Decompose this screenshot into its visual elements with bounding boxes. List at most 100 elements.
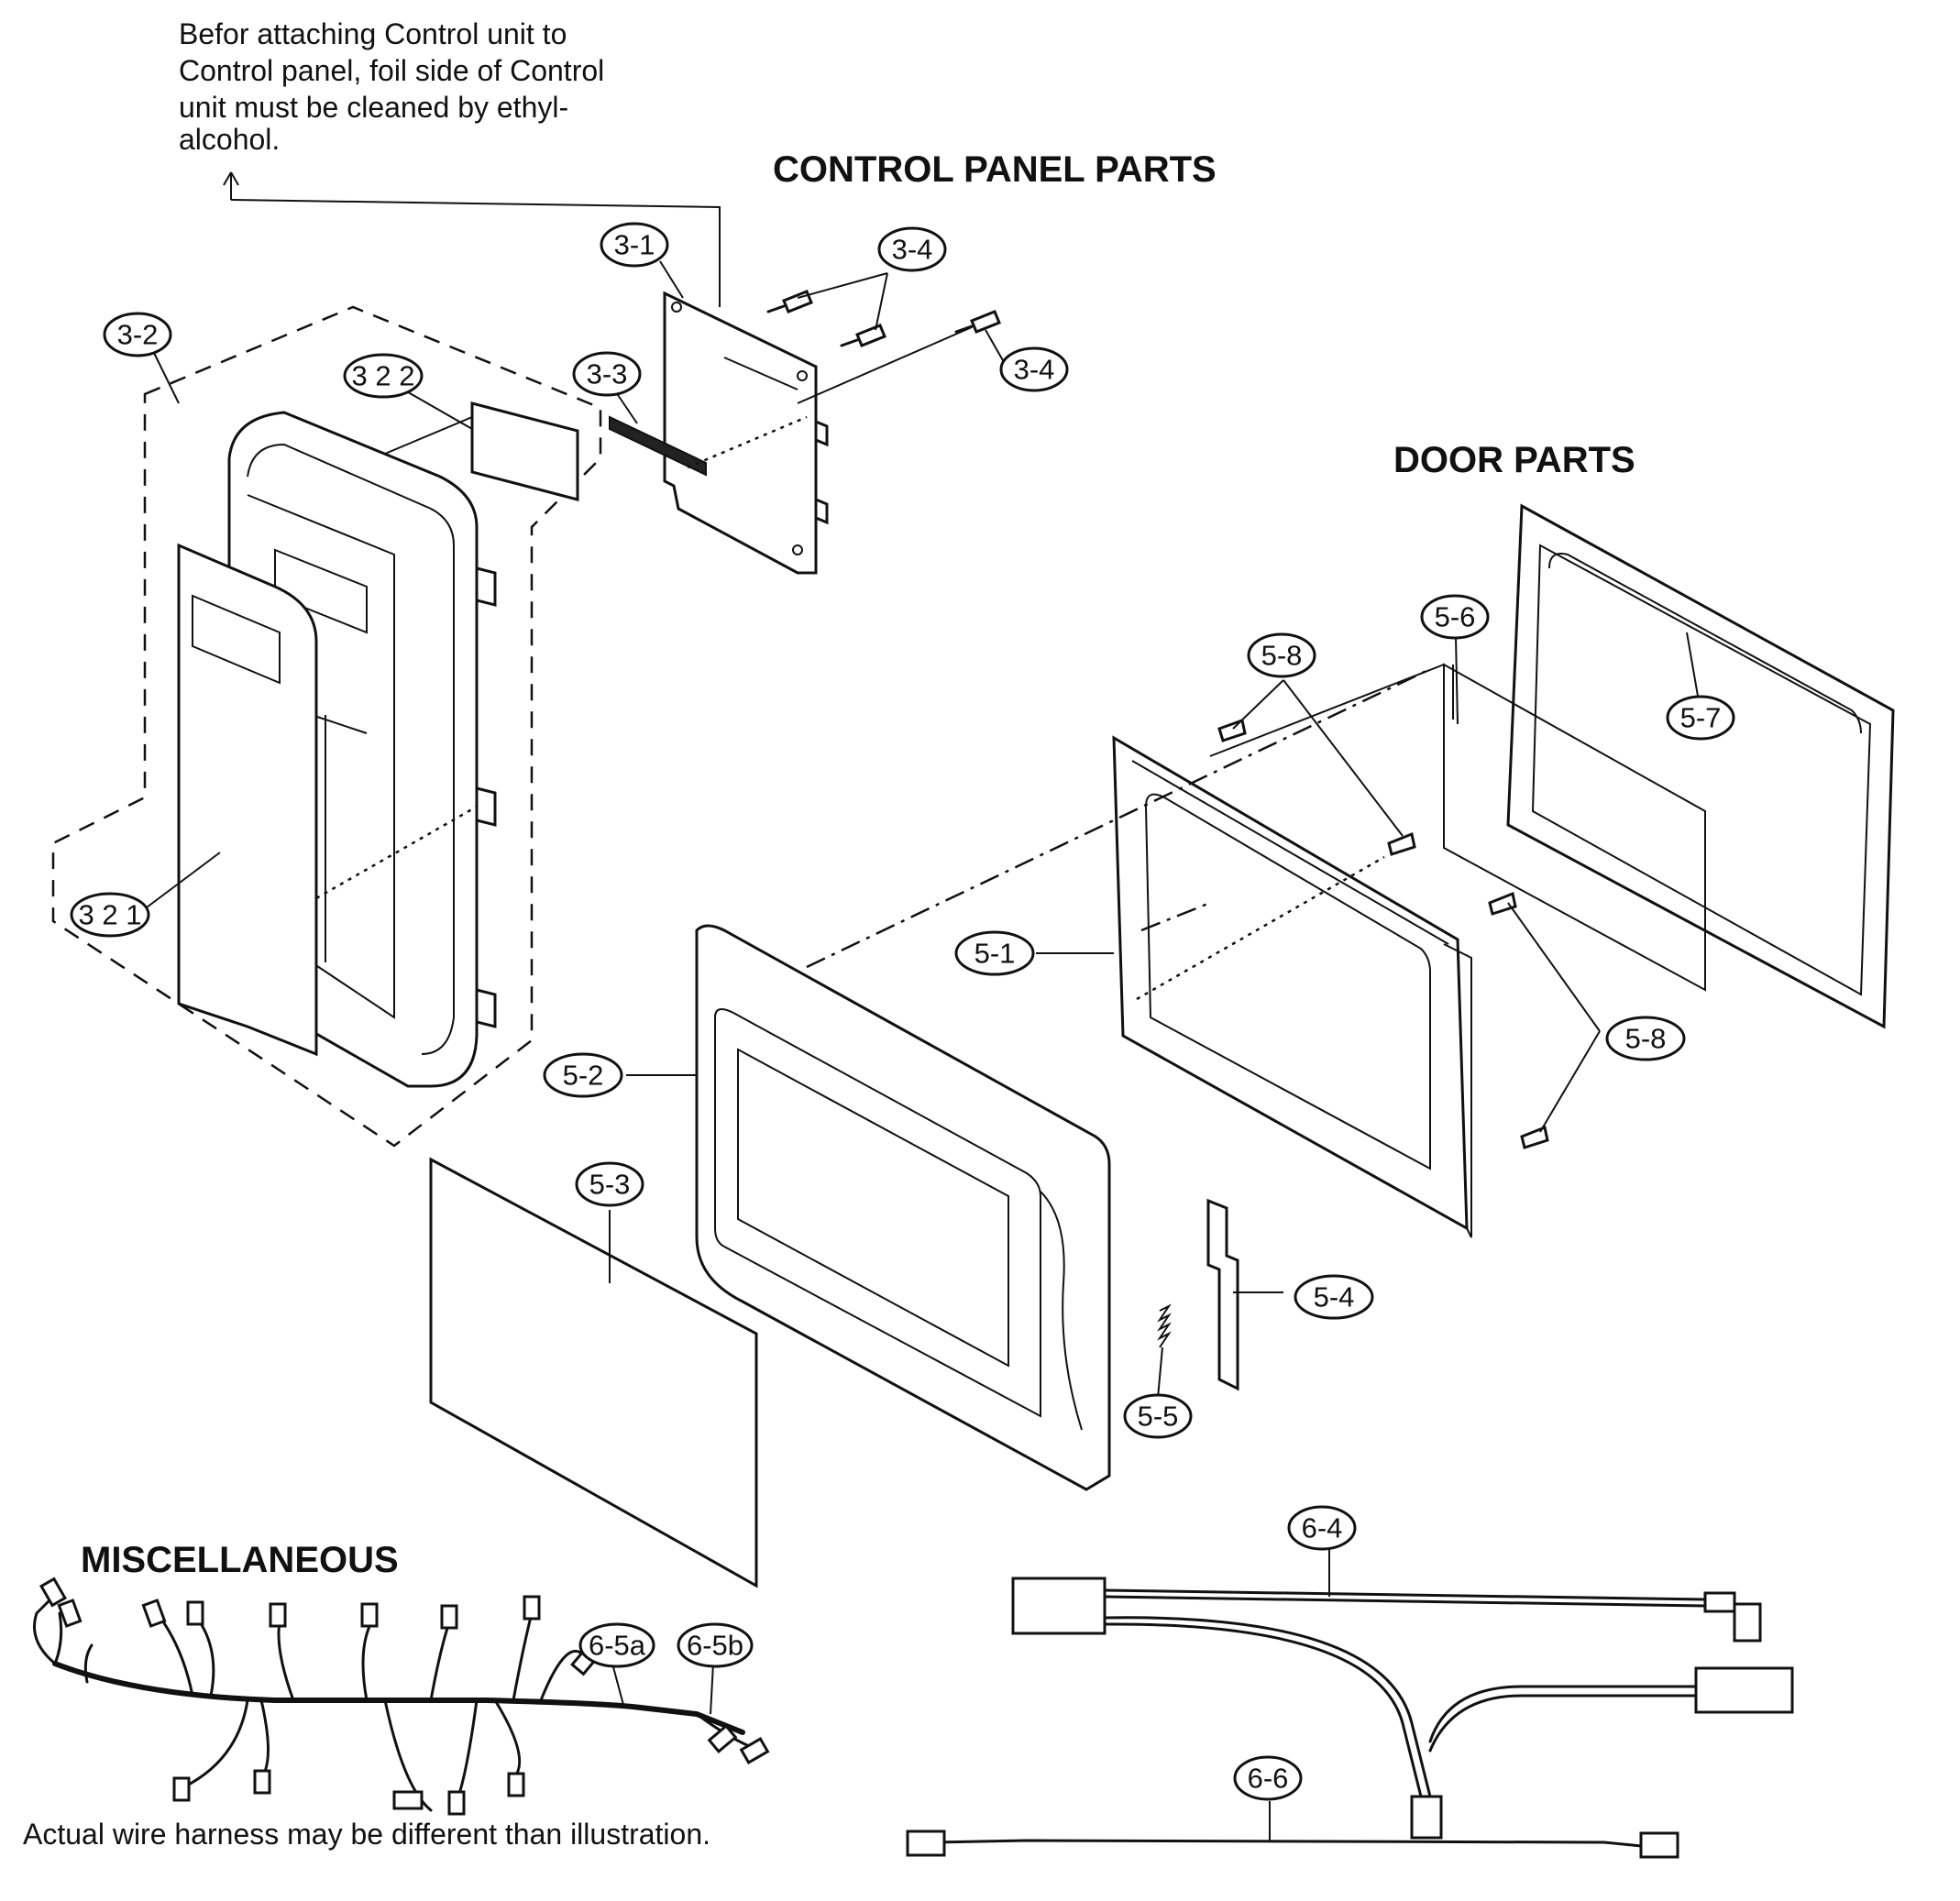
terminal-2 <box>57 1599 83 1628</box>
choke-cover-inner <box>1531 544 1872 996</box>
callout-oval <box>954 930 1035 976</box>
callout-5-7: 5-7 <box>1666 695 1735 741</box>
alignment-line-screen <box>1209 664 1445 757</box>
leader-5-8-d <box>1539 1030 1601 1133</box>
control-panel-rib <box>311 714 368 962</box>
harness-6-4-connector-a <box>1733 1602 1762 1643</box>
door-latch-5-4 <box>1206 1198 1239 1391</box>
screw-5-8-c <box>1488 891 1517 916</box>
leader-3-2-2b <box>384 416 473 455</box>
board-hole-1 <box>671 302 682 313</box>
callout-oval <box>1294 1274 1374 1320</box>
door-screen-5-6 <box>1443 663 1706 992</box>
control-unit <box>609 260 1005 575</box>
board-hole-3 <box>792 544 803 555</box>
harness-6-4-wire-c <box>1428 1685 1698 1753</box>
harness-branch-11 <box>429 1621 451 1702</box>
callout-3-1: 3-1 <box>600 222 669 268</box>
harness-6-4-wire-b <box>1103 1616 1432 1798</box>
callout-label: 3-4 <box>892 234 933 266</box>
callout-oval <box>1233 1755 1303 1801</box>
leader-3-2-2a <box>402 389 473 430</box>
callout-5-6: 5-6 <box>1420 594 1490 640</box>
harness-branch-5 <box>195 1616 215 1698</box>
door-parts-title: DOOR PARTS <box>1393 440 1635 480</box>
terminal-16 <box>707 1724 738 1753</box>
screw-5-8-b <box>1387 831 1416 856</box>
membrane-window <box>192 594 281 685</box>
harness-branch-7 <box>259 1698 270 1780</box>
harness-6-4-end-a <box>1703 1591 1736 1613</box>
callout-label: 6-6 <box>1248 1763 1289 1795</box>
leader-5-6 <box>1455 636 1459 725</box>
callout-3-2: 3-2 <box>103 312 172 357</box>
board-tab-2 <box>814 497 829 525</box>
harness-branch-3 <box>83 1643 94 1684</box>
harness-main-bundle <box>52 1661 745 1735</box>
screw-3-4-a-thread <box>766 304 786 313</box>
harness-branch-2 <box>53 1611 63 1665</box>
panel-tab-1 <box>475 566 497 607</box>
control-panel-slot <box>274 548 368 634</box>
leader-6-5b <box>710 1663 714 1715</box>
wire-6-6-line <box>933 1839 1652 1849</box>
callout-label: 6-5a <box>589 1630 646 1662</box>
callout-oval <box>999 346 1069 392</box>
terminal-15 <box>739 1737 770 1764</box>
door-glass-5-3 <box>429 1157 758 1588</box>
screw-3-4-c <box>970 310 1001 334</box>
leader-3-1 <box>659 260 684 299</box>
callout-5-4: 5-4 <box>1294 1274 1374 1320</box>
terminal-10 <box>172 1776 191 1802</box>
callout-oval <box>572 351 642 397</box>
callout-5-8-a: 5-8 <box>1247 632 1316 678</box>
callout-oval <box>578 1622 655 1668</box>
leader-5-8-b <box>1283 679 1404 837</box>
callout-label: 5-8 <box>1261 640 1303 672</box>
callout-label: 5-2 <box>563 1060 604 1092</box>
label-plate <box>470 401 579 501</box>
callout-oval <box>543 1052 623 1098</box>
callout-label: 6-4 <box>1302 1512 1343 1544</box>
harness-6-4-connector-c <box>1694 1666 1794 1714</box>
callout-oval <box>575 1161 644 1207</box>
assembly-note: Befor attaching Control unit to Control … <box>179 17 721 307</box>
harness-6-4-connector-b <box>1410 1795 1443 1840</box>
control-panel-frame-inner <box>247 443 455 1055</box>
callout-label: 3 2 2 <box>352 360 415 392</box>
door-frame-top-edge <box>1131 760 1449 945</box>
callout-6-5b: 6-5b <box>677 1622 754 1668</box>
callout-3-4-a: 3-4 <box>877 226 947 272</box>
panel-tab-2 <box>475 786 497 827</box>
door-e-cover-5-2 <box>695 924 1111 1491</box>
panel-tab-3 <box>475 988 497 1028</box>
callout-label: 5-8 <box>1625 1023 1667 1055</box>
callout-5-2: 5-2 <box>543 1052 623 1098</box>
callout-3-4-b: 3-4 <box>999 346 1069 392</box>
callout-oval <box>1605 1016 1686 1061</box>
screw-alignment-line <box>797 326 973 404</box>
callout-5-3: 5-3 <box>575 1161 644 1207</box>
note-line-4: alcohol. <box>179 123 280 156</box>
callout-oval <box>1666 695 1735 741</box>
leader-3-4-a <box>797 272 888 299</box>
wire-harness-6-4 <box>1011 1549 1794 1840</box>
harness-6-4-block <box>1011 1577 1107 1635</box>
latch-spring-5-5 <box>1157 1303 1172 1348</box>
callout-6-4: 6-4 <box>1287 1505 1357 1551</box>
door-frame-5-1 <box>1112 735 1469 1231</box>
wire-harness-6-5 <box>33 1577 770 1816</box>
callout-3-2-1: 3 2 1 <box>70 892 150 938</box>
control-panel-group <box>51 305 602 1148</box>
terminal-3 <box>141 1599 167 1628</box>
note-line-1: Befor attaching Control unit to <box>179 17 567 50</box>
callout-label: 5-6 <box>1435 601 1476 633</box>
callout-oval <box>103 312 172 357</box>
note-arrow-head <box>223 171 239 200</box>
callout-5-1: 5-1 <box>954 930 1035 976</box>
screw-5-8-a <box>1217 719 1247 742</box>
door-parts-group <box>429 503 1895 1588</box>
control-panel-window <box>247 494 395 1019</box>
harness-branch-6 <box>182 1698 249 1789</box>
callouts: 3-1 3-4 3-4 3-2 3 2 2 3-3 3 2 1 5-6 <box>70 222 1735 1801</box>
